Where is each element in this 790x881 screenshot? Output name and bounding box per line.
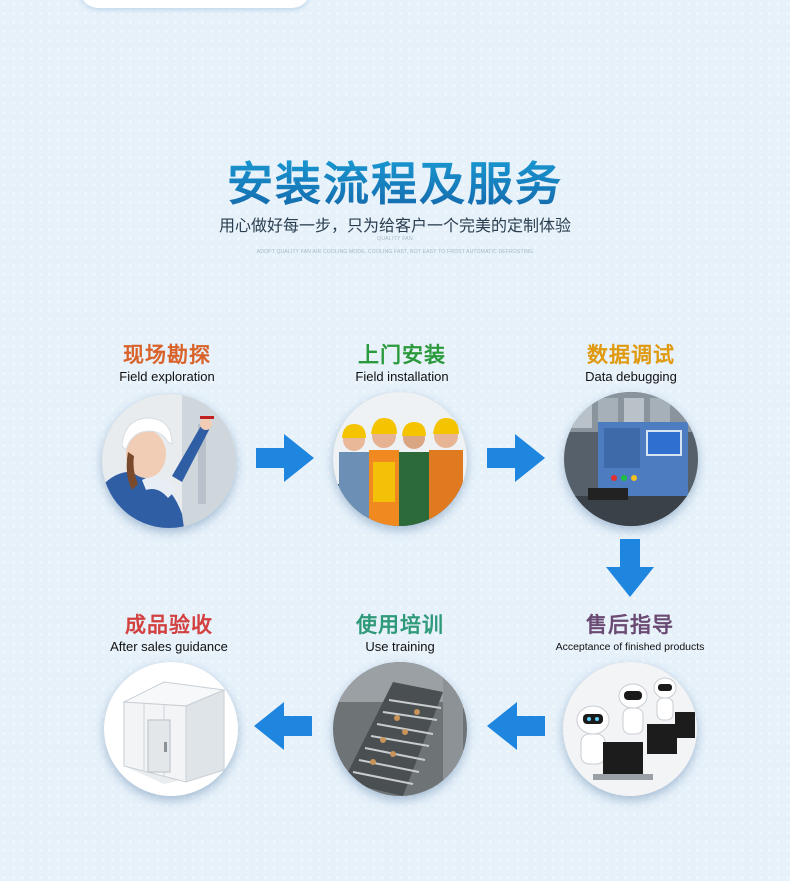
top-decoration xyxy=(80,0,310,8)
photo-control-panel xyxy=(564,392,698,526)
arrow-left-icon xyxy=(252,700,314,752)
step-title: 现场勘探 xyxy=(77,342,257,368)
arrow-right-icon xyxy=(254,432,316,484)
photo-cold-room xyxy=(104,662,238,796)
step-title: 使用培训 xyxy=(310,612,490,638)
photo-conveyor-machine xyxy=(333,662,467,796)
arrow-right-icon xyxy=(485,432,547,484)
step-subtitle: Acceptance of finished products xyxy=(540,639,720,655)
step-title: 数据调试 xyxy=(541,342,721,368)
step-use-training: 使用培训 Use training xyxy=(310,612,490,655)
step-field-exploration: 现场勘探 Field exploration xyxy=(77,342,257,385)
step-data-debugging: 数据调试 Data debugging xyxy=(541,342,721,385)
tiny-caption-bottom: ADOPT QUALITY FAN AIR COOLING MODE, COOL… xyxy=(0,249,790,255)
page-title: 安装流程及服务 xyxy=(0,148,790,214)
step-after-sales-guidance: 售后指导 Acceptance of finished products xyxy=(540,612,720,655)
step-acceptance: 成品验收 After sales guidance xyxy=(79,612,259,655)
tiny-caption-top: QUALITY FAN xyxy=(0,236,790,242)
step-subtitle: Use training xyxy=(310,639,490,655)
page-subtitle: 用心做好每一步，只为给客户一个完美的定制体验 xyxy=(0,212,790,236)
step-subtitle: Field installation xyxy=(312,369,492,385)
arrow-left-icon xyxy=(485,700,547,752)
step-title: 成品验收 xyxy=(79,612,259,638)
photo-worker-woman-hardhat xyxy=(102,394,236,528)
step-field-installation: 上门安装 Field installation xyxy=(312,342,492,385)
step-subtitle: Field exploration xyxy=(77,369,257,385)
photo-robots-computers xyxy=(563,662,697,796)
photo-workers-team-hardhats xyxy=(333,392,467,526)
step-title: 售后指导 xyxy=(540,612,720,638)
step-subtitle: Data debugging xyxy=(541,369,721,385)
step-subtitle: After sales guidance xyxy=(79,639,259,655)
step-title: 上门安装 xyxy=(312,342,492,368)
arrow-down-icon xyxy=(604,537,656,599)
